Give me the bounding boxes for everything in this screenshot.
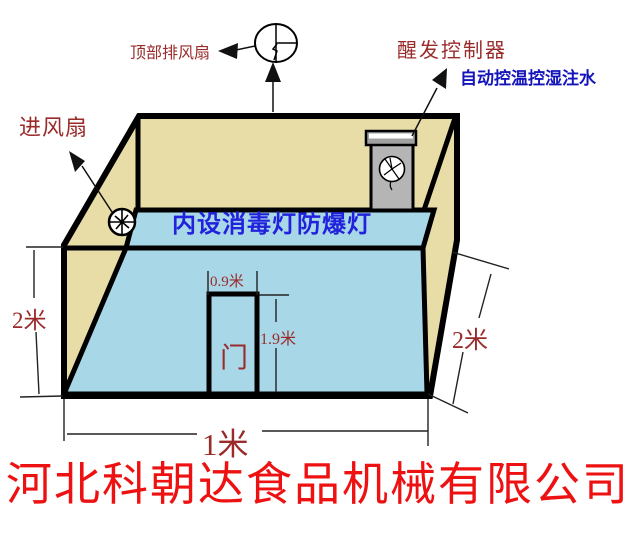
top-fan-label-arrowhead xyxy=(218,43,238,59)
exhaust-fan-icon xyxy=(254,23,298,63)
room-structure xyxy=(60,113,460,399)
door-opening xyxy=(206,291,260,397)
top-fan-label-arrow-line xyxy=(235,45,256,51)
door-label: 门 xyxy=(220,343,249,374)
dim-bottom-width-lines xyxy=(63,399,429,446)
bottom-width-dimension: 1米 xyxy=(202,427,249,462)
dimension-lines xyxy=(19,246,510,446)
controller-arrowhead xyxy=(432,68,447,89)
company-name: 河北科朝达食品机械有限公司 xyxy=(6,459,630,510)
exhaust-fan-arrowhead xyxy=(265,62,281,82)
dim-right-height-lines xyxy=(427,251,510,414)
intake-fan-label: 进风扇 xyxy=(19,115,89,140)
intake-fan-arrow-line xyxy=(81,165,113,213)
top-exhaust-fan-label: 顶部排风扇 xyxy=(130,45,211,62)
auto-control-label: 自动控温控湿注水 xyxy=(460,69,596,88)
dim-door-height-lines xyxy=(259,294,289,392)
dim-left-height-lines xyxy=(19,246,64,398)
controller-unit xyxy=(364,129,418,212)
intake-fan-icon xyxy=(107,207,137,237)
controller-fan-blades xyxy=(383,157,402,191)
door-width-dimension: 0.9米 xyxy=(210,274,244,290)
controller-arrow-line xyxy=(411,87,438,137)
interior-lamps-label: 内设消毒灯防爆灯 xyxy=(172,212,372,238)
back-wall-right-edge xyxy=(421,117,458,211)
left-height-dimension: 2米 xyxy=(12,308,47,333)
intake-fan-arrowhead xyxy=(69,151,85,172)
right-height-dimension: 2米 xyxy=(452,328,488,354)
annotation-arrows xyxy=(69,43,447,213)
dim-door-width-lines xyxy=(207,271,258,295)
proofing-controller-label: 醒发控制器 xyxy=(397,40,507,62)
controller-lid-highlight xyxy=(369,133,413,139)
door-height-dimension: 1.9米 xyxy=(260,331,297,348)
